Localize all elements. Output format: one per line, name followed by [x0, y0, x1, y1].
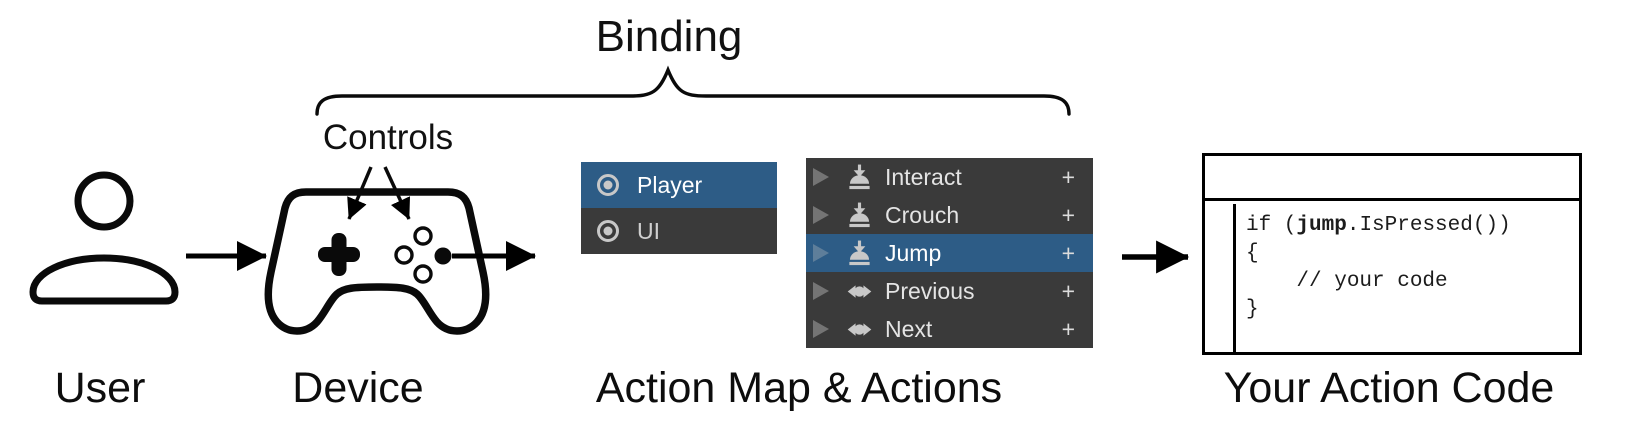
action-row-interact[interactable]: Interact +	[806, 158, 1093, 196]
foldout-triangle-icon[interactable]	[813, 206, 829, 224]
actions-panel: Interact + Crouch + Jump + Previous +	[806, 158, 1093, 348]
action-row-previous[interactable]: Previous +	[806, 272, 1093, 310]
code-line1-suffix: .IsPressed())	[1346, 214, 1511, 237]
button-action-icon	[849, 164, 870, 189]
add-binding-button[interactable]: +	[1061, 315, 1075, 342]
action-map-icon	[597, 174, 619, 196]
action-row-next[interactable]: Next +	[806, 310, 1093, 348]
axis-action-icon	[847, 284, 872, 298]
action-map-item-player[interactable]: Player	[581, 162, 777, 208]
action-label: Previous	[885, 277, 975, 304]
add-binding-button[interactable]: +	[1061, 163, 1075, 190]
action-map-item-ui[interactable]: UI	[581, 208, 777, 254]
code-snippet: if (jump.IsPressed()) { // your code }	[1246, 212, 1511, 324]
action-label: Crouch	[885, 201, 960, 228]
code-box-gutter	[1233, 204, 1236, 352]
gamepad-icon	[264, 188, 490, 335]
code-jump-identifier: jump	[1296, 214, 1347, 237]
user-icon	[29, 171, 179, 305]
axis-action-icon	[847, 322, 872, 336]
code-line1-prefix: if (	[1246, 214, 1297, 237]
foldout-triangle-icon[interactable]	[813, 320, 829, 338]
code-line2: {	[1246, 242, 1259, 265]
code-line3: // your code	[1246, 270, 1448, 293]
controls-label: Controls	[322, 118, 454, 157]
code-box: if (jump.IsPressed()) { // your code }	[1202, 153, 1582, 355]
foldout-triangle-icon[interactable]	[813, 282, 829, 300]
user-label: User	[54, 364, 146, 412]
binding-label: Binding	[595, 12, 743, 61]
button-action-icon	[849, 202, 870, 227]
your-action-code-label: Your Action Code	[1223, 364, 1555, 412]
dpad-icon	[318, 233, 360, 276]
action-label: Interact	[885, 163, 962, 190]
add-binding-button[interactable]: +	[1061, 277, 1075, 304]
add-binding-button[interactable]: +	[1061, 239, 1075, 266]
foldout-triangle-icon[interactable]	[813, 244, 829, 262]
action-label: Next	[885, 315, 933, 342]
action-row-jump[interactable]: Jump +	[806, 234, 1093, 272]
device-label: Device	[292, 364, 424, 412]
controls-pointer-arrows	[347, 166, 411, 220]
action-map-item-label: UI	[637, 217, 660, 244]
action-map-item-label: Player	[637, 171, 703, 198]
action-row-crouch[interactable]: Crouch +	[806, 196, 1093, 234]
code-line4: }	[1246, 298, 1259, 321]
face-buttons-icon	[394, 226, 452, 284]
add-binding-button[interactable]: +	[1061, 201, 1075, 228]
action-map-panel: Player UI	[581, 162, 777, 254]
binding-brace	[315, 65, 1071, 116]
foldout-triangle-icon[interactable]	[813, 168, 829, 186]
action-map-actions-label: Action Map & Actions	[595, 364, 1003, 412]
action-map-icon	[597, 220, 619, 242]
action-label: Jump	[885, 239, 942, 266]
code-box-titlebar	[1205, 156, 1579, 201]
button-action-icon	[849, 240, 870, 265]
